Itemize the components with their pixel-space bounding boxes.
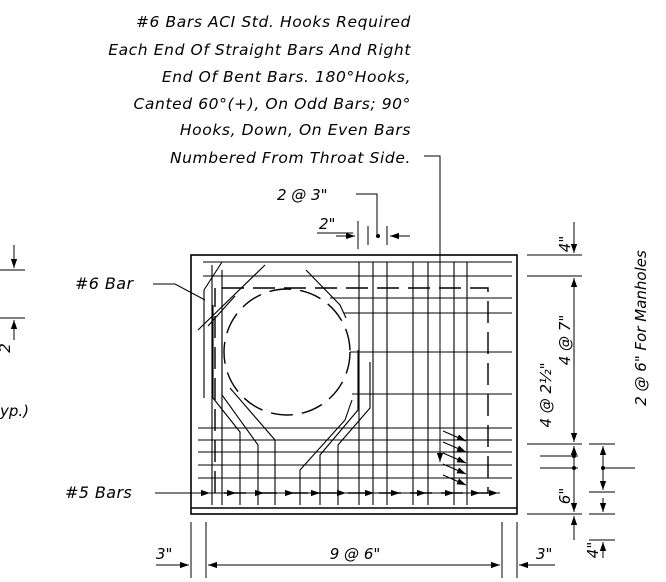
top-spacing-dimension: 2 @ 3" — [277, 186, 328, 204]
note-line-1: #6 Bars ACI Std. Hooks Required — [136, 13, 411, 31]
bottom-spacing-dimension: 9 @ 6" — [330, 545, 381, 563]
note-line-3: End Of Bent Bars. 180°Hooks, — [162, 68, 411, 86]
typ-fragment-text: yp.) — [0, 402, 29, 420]
right-mid-dimension: 4 @ 2½" — [537, 362, 555, 427]
manhole-circle — [223, 288, 351, 416]
bottom-dimension-lines — [156, 522, 555, 578]
opening-dashed-outline — [214, 287, 489, 494]
slab-outline — [190, 254, 518, 515]
right-lowest-dimension: 4" — [584, 542, 602, 558]
top-spacing-leader — [356, 193, 378, 236]
hook-arrows — [442, 430, 467, 486]
bar6-label: #6 Bar — [75, 274, 134, 293]
top-small-dimension: 2" — [319, 215, 335, 233]
right-dimension-lines — [527, 222, 635, 558]
hook-requirement-note: #6 Bars ACI Std. Hooks Required Each End… — [108, 13, 411, 167]
top-dim-dot — [376, 234, 380, 238]
note-line-4: Canted 60°(+), On Odd Bars; 90° — [134, 95, 412, 113]
bars5-label: #5 Bars — [65, 483, 132, 502]
left-fragment-text: 2 — [0, 343, 14, 353]
reinforcing-bars — [197, 261, 512, 505]
right-spacing-dimension: 4 @ 7" — [556, 315, 574, 366]
bottom-left-dimension: 3" — [156, 545, 172, 563]
note-line-6: Numbered From Throat Side. — [170, 149, 411, 167]
manholes-label: 2 @ 6" For Manholes — [632, 250, 650, 406]
note-leader-line — [424, 155, 444, 462]
note-line-5: Hooks, Down, On Even Bars — [180, 121, 411, 139]
note-line-2: Each End Of Straight Bars And Right — [108, 41, 411, 59]
right-top-dimension: 4" — [556, 236, 574, 252]
bar6-leader — [153, 283, 206, 301]
bottom-right-dimension: 3" — [536, 545, 552, 563]
right-bottom-dimension: 6" — [556, 488, 574, 504]
